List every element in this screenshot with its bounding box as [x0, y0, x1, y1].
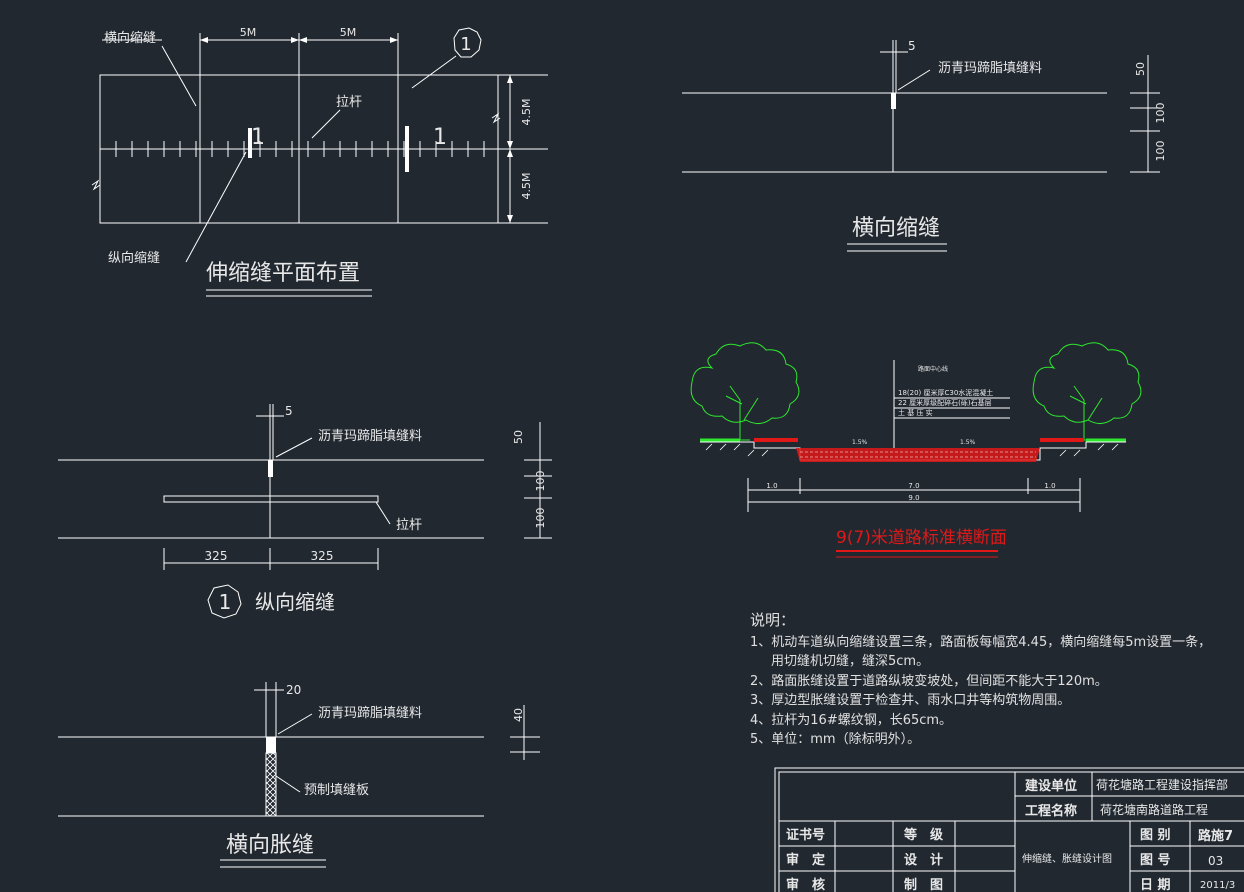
plan-label-transverse: 横向缩缝 — [104, 30, 156, 46]
note-item: 4、拉杆为16#螺纹钢，长65cm。 — [750, 712, 953, 728]
tb-category-label: 图 别 — [1140, 828, 1171, 843]
tb-number-value: 03 — [1208, 854, 1223, 868]
section-dim-side-right: 1.0 — [1044, 482, 1055, 490]
tb-drawing-name: 伸缩缝、胀缝设计图 — [1022, 852, 1112, 865]
expansion-dim-40: 40 — [512, 708, 525, 722]
tb-cert-label: 证书号 — [786, 827, 825, 843]
section-layer-1: 18(20) 厘米厚C30水泥混凝土 — [898, 388, 993, 397]
section-slope-right: 1.5% — [960, 439, 976, 446]
transverse-dim-100b: 100 — [1154, 141, 1167, 162]
tb-project-value: 荷花塘南路道路工程 — [1100, 802, 1208, 817]
section-mark-1: 1 — [251, 125, 265, 150]
plan-circle-mark: 1 — [460, 34, 471, 55]
tree-right — [1032, 342, 1142, 441]
section-dim-side-left: 1.0 — [766, 482, 777, 490]
plan-dim-right: 5M — [340, 26, 357, 39]
transverse-dim-gap: 5 — [908, 39, 916, 53]
tb-design-label: 设 计 — [904, 852, 943, 868]
tb-review-label: 审 定 — [786, 852, 825, 868]
longitudinal-title: 纵向缩缝 — [255, 590, 335, 614]
plan-label-tie-bar: 拉杆 — [336, 95, 362, 110]
plan-label-longitudinal: 纵向缩缝 — [108, 250, 160, 266]
tb-number-label: 图 号 — [1140, 853, 1171, 868]
section-dim-total: 9.0 — [908, 494, 919, 502]
title-block: 建设单位 荷花塘路工程建设指挥部 工程名称 荷花塘南路道路工程 证书号 等 级 … — [774, 767, 1244, 892]
tb-draw-label: 制 图 — [904, 877, 943, 892]
notes: 说明： 1、机动车道纵向缩缝设置三条，路面板每幅宽4.45，横向缩缝每5m设置一… — [750, 611, 1244, 750]
section-title: 9(7)米道路标准横断面 — [836, 528, 1007, 548]
expansion-title: 横向胀缝 — [226, 833, 314, 858]
expansion-filler-label: 沥青玛蹄脂填缝料 — [318, 705, 422, 721]
plan-dim-upper: 4.5M — [520, 99, 533, 126]
section-layer-2: 22 厘米厚级配碎石(砾)石基层 — [898, 398, 992, 407]
longitudinal-dim-325b: 325 — [311, 549, 334, 563]
tb-date-value: 2011/3 — [1200, 880, 1235, 891]
tb-builder-label: 建设单位 — [1025, 778, 1077, 794]
tree-left — [690, 342, 800, 441]
section-mark-2: 1 — [433, 125, 447, 150]
transverse-dim-100a: 100 — [1154, 103, 1167, 124]
notes-title: 说明： — [750, 611, 796, 629]
plan-dim-left: 5M — [240, 26, 257, 39]
section-center-label: 路面中心线 — [918, 365, 948, 373]
note-item: 3、厚边型胀缝设置于检查井、雨水口井等构筑物周围。 — [750, 693, 1071, 708]
longitudinal-dim-50: 50 — [512, 430, 525, 444]
note-item: 1、机动车道纵向缩缝设置三条，路面板每幅宽4.45，横向缩缝每5m设置一条， — [750, 634, 1212, 650]
transverse-shrink-joint: 5 沥青玛蹄脂填缝料 50 100 100 横向缩缝 — [682, 39, 1167, 252]
transverse-filler-label: 沥青玛蹄脂填缝料 — [938, 60, 1042, 76]
plan-title: 伸缩缝平面布置 — [206, 261, 360, 286]
note-item: 5、单位：mm（除标明外）。 — [750, 732, 921, 747]
plan-dim-lower: 4.5M — [520, 173, 533, 200]
longitudinal-dim-100b: 100 — [534, 508, 547, 529]
cross-section: 路面中心线 18(20) 厘米厚C30水泥混凝土 22 厘米厚级配碎石(砾)石基… — [690, 342, 1142, 558]
longitudinal-dim-100a: 100 — [534, 471, 547, 492]
tb-category-value: 路施7 — [1198, 828, 1233, 844]
expansion-dim-gap: 20 — [286, 683, 301, 697]
note-item: 2、路面胀缝设置于道路纵坡变坡处，但间距不能大于120m。 — [750, 673, 1108, 689]
longitudinal-mark: 1 — [219, 590, 232, 614]
transverse-title: 横向缩缝 — [852, 216, 940, 241]
longitudinal-dim-325a: 325 — [205, 549, 228, 563]
tb-builder-value: 荷花塘路工程建设指挥部 — [1096, 777, 1228, 792]
longitudinal-tie-bar-label: 拉杆 — [396, 518, 422, 533]
plan-layout: 5M 5M 4.5M 4.5M 1 1 1 横向缩缝 拉杆 纵向缩缝 伸缩缝平面… — [91, 26, 548, 297]
transverse-dim-50: 50 — [1134, 62, 1147, 76]
longitudinal-joint: 5 沥青玛蹄脂填缝料 拉杆 325 325 50 100 100 1 纵向缩缝 — [58, 404, 552, 619]
tb-grade-label: 等 级 — [903, 827, 944, 843]
tb-check-label: 审 核 — [786, 877, 825, 892]
tb-project-label: 工程名称 — [1025, 803, 1077, 819]
note-item: 用切缝机切缝，缝深5cm。 — [771, 654, 930, 669]
section-slope-left: 1.5% — [852, 439, 868, 446]
longitudinal-filler-label: 沥青玛蹄脂填缝料 — [318, 428, 422, 444]
expansion-board-label: 预制填缝板 — [304, 783, 369, 798]
tb-date-label: 日 期 — [1140, 878, 1171, 892]
expansion-joint: 20 沥青玛蹄脂填缝料 预制填缝板 40 横向胀缝 — [58, 682, 540, 868]
section-dim-mid: 7.0 — [908, 482, 919, 490]
longitudinal-dim-gap: 5 — [285, 404, 293, 418]
section-layer-3: 土 基 压 实 — [898, 408, 933, 417]
